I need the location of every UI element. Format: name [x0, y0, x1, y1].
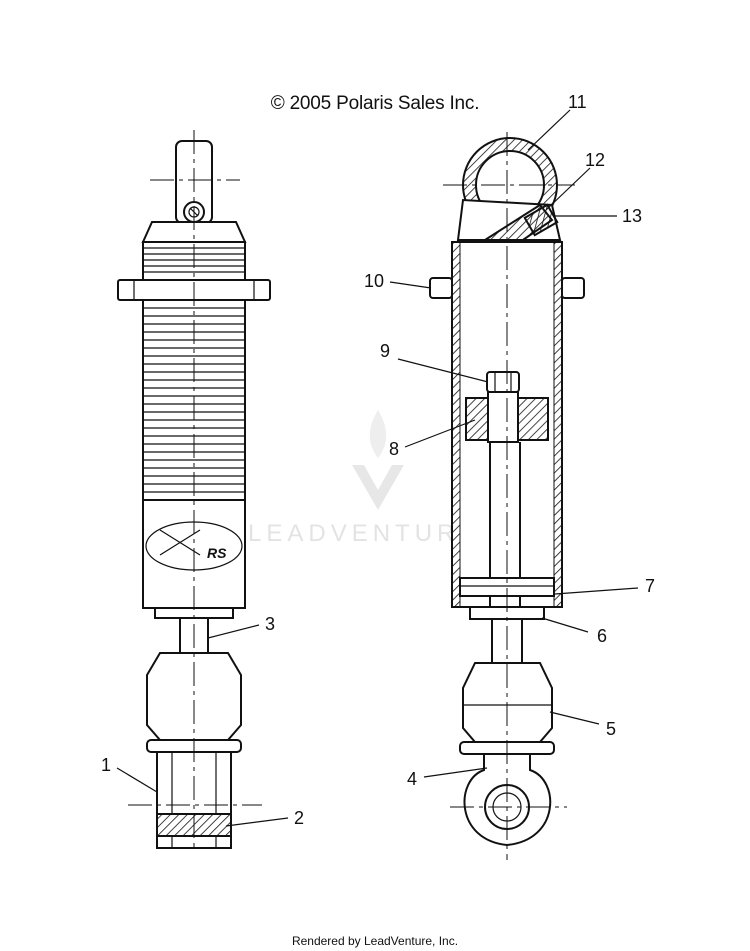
- left-shock-exterior: RS: [117, 130, 271, 850]
- callout-13: 13: [622, 206, 642, 226]
- callout-7: 7: [645, 576, 655, 596]
- callout-2: 2: [294, 808, 304, 828]
- callout-3: 3: [265, 614, 275, 634]
- callout-10: 10: [364, 271, 384, 291]
- callout-8: 8: [389, 439, 399, 459]
- callout-labels: 1 2 3 4 5 6 7 8 9 10 11 12 13: [101, 92, 655, 828]
- callout-5: 5: [606, 719, 616, 739]
- callout-11: 11: [568, 92, 587, 112]
- leader-lines: [116, 109, 639, 827]
- watermark-text: LEADVENTURE: [248, 520, 481, 547]
- callout-1: 1: [101, 755, 111, 775]
- callout-4: 4: [407, 769, 417, 789]
- copyright-notice: © 2005 Polaris Sales Inc.: [270, 93, 480, 114]
- footer-credit: Rendered by LeadVenture, Inc.: [291, 934, 459, 948]
- callout-6: 6: [597, 626, 607, 646]
- right-shock-section: [429, 132, 585, 860]
- callout-12: 12: [585, 150, 605, 170]
- watermark-logo: [352, 410, 404, 510]
- decal-text: RS: [207, 545, 227, 561]
- callout-9: 9: [380, 341, 390, 361]
